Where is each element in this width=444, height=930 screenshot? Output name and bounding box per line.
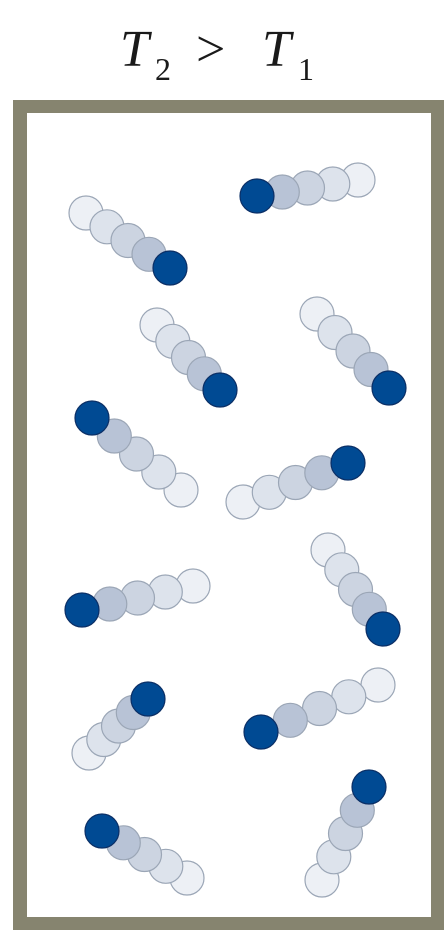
temp-high-subscript: 2 xyxy=(155,51,171,87)
particle-head xyxy=(153,251,187,285)
particle-head xyxy=(240,179,274,213)
temperature-comparison-title: T 2 > T 1 xyxy=(0,0,444,100)
temp-low-subscript: 1 xyxy=(298,51,314,87)
particle-head xyxy=(331,446,365,480)
particle-head xyxy=(65,593,99,627)
particle-head xyxy=(366,612,400,646)
particle-head xyxy=(203,373,237,407)
particle-head xyxy=(131,682,165,716)
particle-head xyxy=(75,401,109,435)
particle-head xyxy=(244,715,278,749)
particle-head xyxy=(352,770,386,804)
particle-head xyxy=(85,814,119,848)
greater-than-sign: > xyxy=(196,21,225,78)
temp-high-symbol: T xyxy=(120,21,152,78)
particle-head xyxy=(372,371,406,405)
temp-low-symbol: T xyxy=(262,21,294,78)
